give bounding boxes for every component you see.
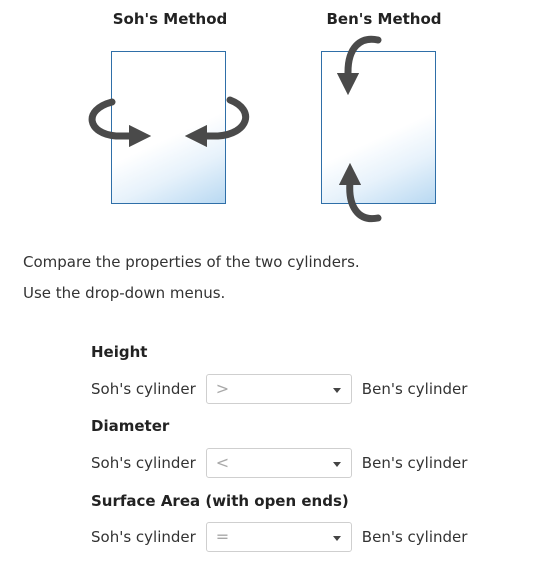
instruction-compare: Compare the properties of the two cylind…: [23, 253, 360, 271]
chevron-down-icon: [332, 536, 341, 541]
surface-area-comparison-row: Soh's cylinder = Ben's cylinder: [91, 521, 467, 553]
right-cylinder-label: Ben's cylinder: [361, 380, 468, 398]
diameter-comparison-dropdown[interactable]: <: [205, 448, 352, 478]
soh-method-title: Soh's Method: [112, 10, 228, 28]
right-cylinder-label: Ben's cylinder: [361, 528, 468, 546]
right-cylinder-label: Ben's cylinder: [361, 454, 468, 472]
curved-arrow-icon: [338, 162, 382, 223]
left-cylinder-label: Soh's cylinder: [91, 454, 196, 472]
height-comparison-row: Soh's cylinder > Ben's cylinder: [91, 373, 467, 405]
ben-method-title: Ben's Method: [326, 10, 442, 28]
instruction-dropdowns: Use the drop-down menus.: [23, 284, 226, 302]
diameter-heading: Diameter: [91, 417, 170, 435]
surface-area-heading: Surface Area (with open ends): [91, 492, 349, 510]
dropdown-selected-value: >: [215, 379, 230, 398]
diameter-comparison-row: Soh's cylinder < Ben's cylinder: [91, 447, 467, 479]
left-cylinder-label: Soh's cylinder: [91, 528, 196, 546]
chevron-down-icon: [332, 462, 341, 467]
curved-arrow-icon: [336, 35, 382, 96]
methods-figure: Soh's Method Ben's Method: [0, 0, 556, 240]
curved-arrow-icon: [88, 98, 152, 148]
height-comparison-dropdown[interactable]: >: [205, 374, 352, 404]
dropdown-selected-value: <: [215, 453, 230, 472]
height-heading: Height: [91, 343, 148, 361]
rolling-arrows: [88, 35, 382, 223]
dropdown-selected-value: =: [215, 527, 230, 546]
curved-arrow-icon: [184, 96, 250, 148]
chevron-down-icon: [332, 388, 341, 393]
left-cylinder-label: Soh's cylinder: [91, 380, 196, 398]
surface-area-comparison-dropdown[interactable]: =: [205, 522, 352, 552]
